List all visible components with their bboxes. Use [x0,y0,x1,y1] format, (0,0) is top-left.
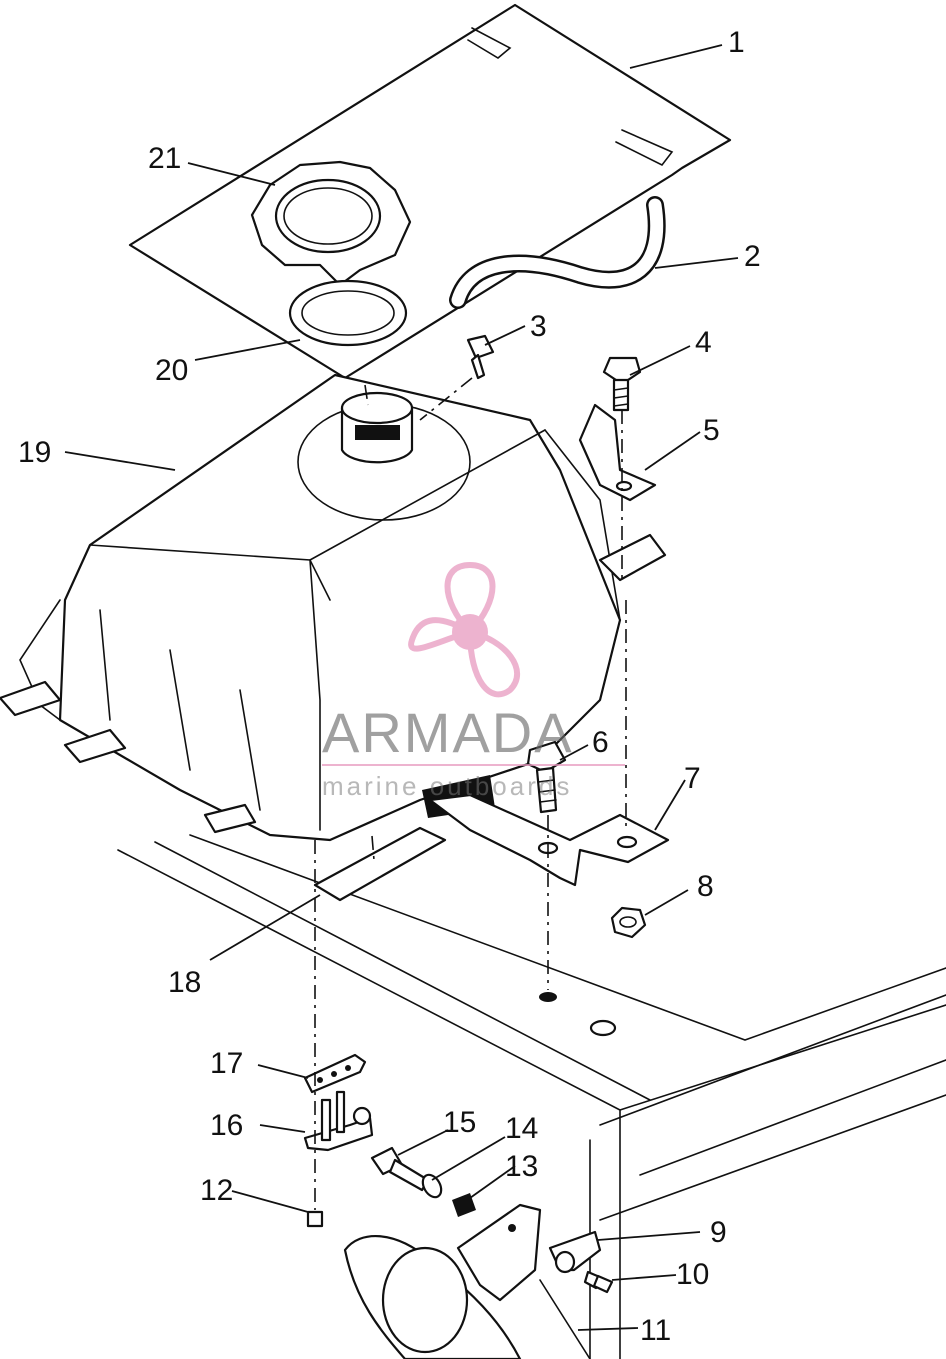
part-2-vent-hose [449,196,666,309]
callout-4: 4 [695,326,712,359]
part-16-fuel-valve [303,1090,374,1152]
part-5-bracket [578,403,657,502]
callout-12: 12 [200,1174,233,1207]
part-13-spring [452,1193,476,1217]
part-17-plate [303,1053,367,1094]
callout-10: 10 [676,1258,709,1291]
part-4-bolt [602,356,642,412]
leader-lines [64,44,739,1331]
frame-hole-bolt [539,992,557,1002]
part-10-screw [583,1270,614,1294]
callout-7: 7 [684,762,701,795]
callout-1: 1 [728,26,745,59]
callout-9: 9 [710,1216,727,1249]
callout-20: 20 [155,354,188,387]
part-1-cover-plate [128,3,732,380]
callout-17: 17 [210,1047,243,1080]
frame-rails [117,834,946,1359]
part-11-mount-plate [343,1203,591,1359]
part-9-knob [548,1230,602,1274]
callout-16: 16 [210,1109,243,1142]
callout-2: 2 [744,240,761,273]
part-14-washer [421,1173,443,1199]
callout-14: 14 [505,1112,538,1145]
callout-11: 11 [640,1314,671,1347]
callout-3: 3 [530,310,547,343]
part-3-vent-fitting [419,334,495,421]
watermark-tagline: marine outboards [322,771,572,801]
callout-8: 8 [697,870,714,903]
watermark-brand: ARMADA [322,701,574,764]
alignment-lines [314,384,627,1210]
callout-labels: 1 2 3 4 5 6 7 8 9 10 11 12 13 14 15 16 1… [18,26,761,1347]
part-15-valve-stem [370,1146,430,1192]
propeller-logo-icon [408,561,521,698]
part-8-nut [610,906,647,939]
callout-19: 19 [18,436,51,469]
callout-13: 13 [505,1150,538,1183]
callout-6: 6 [592,726,609,759]
part-18-pad [313,826,447,902]
callout-18: 18 [168,966,201,999]
frame-hole [589,1019,617,1037]
armada-watermark: ARMADA marine outboards [322,561,625,801]
callout-21: 21 [148,142,181,175]
callout-15: 15 [443,1106,476,1139]
part-20-gasket [288,279,408,347]
part-12-screw [306,1210,324,1228]
callout-5: 5 [703,414,720,447]
